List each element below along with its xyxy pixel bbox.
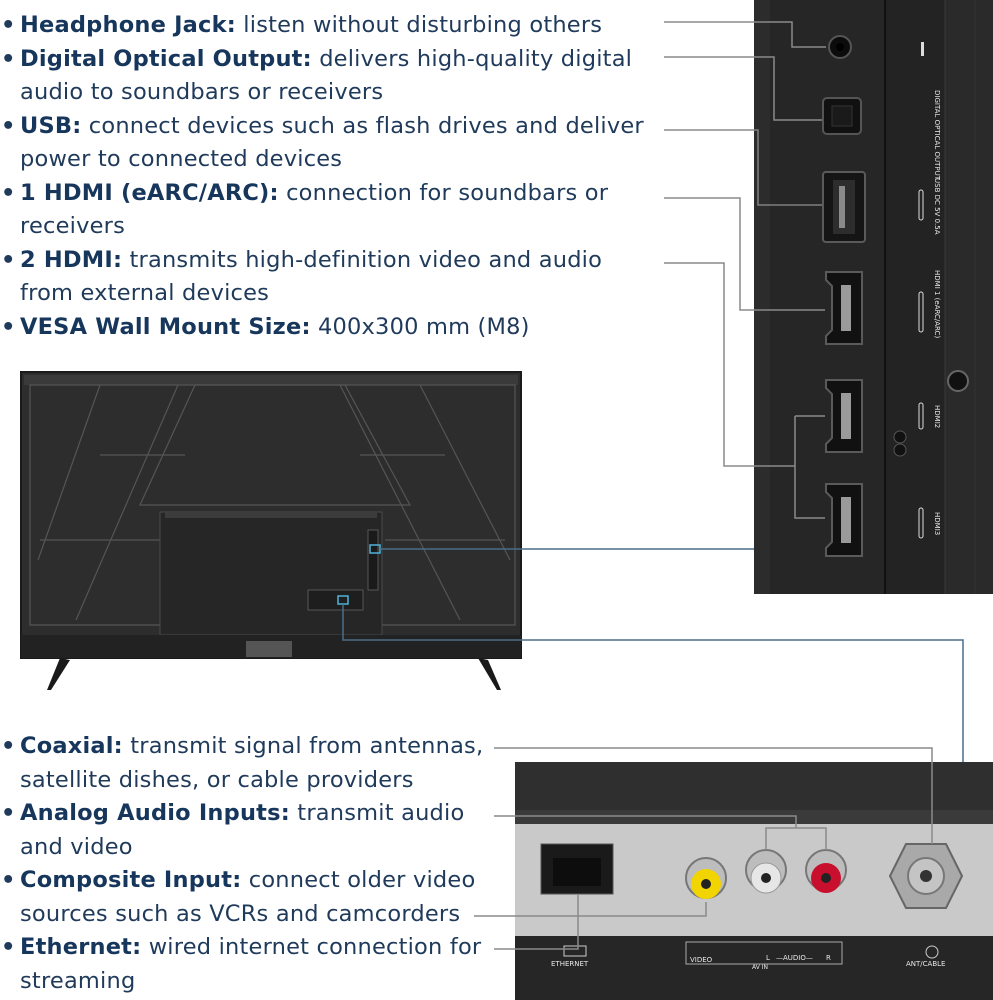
feature-desc: streaming bbox=[20, 967, 136, 994]
feature-composite: •Composite Input: connect older video bbox=[1, 867, 476, 893]
hdmi1-port bbox=[825, 271, 863, 345]
feature-desc: delivers high-quality digital bbox=[319, 45, 633, 72]
feature-desc: transmit signal from antennas, bbox=[130, 733, 484, 759]
feature-hdmi1: •1 HDMI (eARC/ARC): connection for sound… bbox=[1, 179, 609, 206]
feature-title: Analog Audio Inputs: bbox=[20, 800, 290, 826]
rca-red-jack bbox=[805, 849, 847, 893]
feature-ethernet: •Ethernet: wired internet connection for bbox=[1, 934, 482, 960]
feature-desc: transmits high-definition video and audi… bbox=[129, 246, 603, 273]
feature-desc: power to connected devices bbox=[20, 146, 343, 172]
usb-label: USB DC 5V 0.5A bbox=[933, 178, 941, 235]
hdmi3-port bbox=[825, 483, 863, 557]
coaxial-port bbox=[888, 843, 964, 909]
audio-r-label: R bbox=[826, 954, 831, 962]
feature-optical: •Digital Optical Output: delivers high-q… bbox=[1, 45, 633, 72]
feature-title: Ethernet: bbox=[20, 934, 142, 960]
tv-back bbox=[20, 371, 522, 690]
feature-desc: receivers bbox=[20, 213, 125, 239]
bottom-port-panel: ETHERNET VIDEO L —AUDIO— R AV IN ANT/CAB… bbox=[515, 762, 993, 1000]
leader-lines bbox=[342, 21, 964, 950]
feature-vesa: •VESA Wall Mount Size: 400x300 mm (M8) bbox=[1, 313, 530, 340]
feature-desc: connect devices such as flash drives and… bbox=[88, 112, 644, 139]
feature-desc: transmit audio bbox=[297, 800, 465, 826]
feature-title: VESA Wall Mount Size: bbox=[20, 313, 311, 340]
feature-title: Composite Input: bbox=[20, 867, 242, 893]
top-feature-list: •Headphone Jack: listen without disturbi… bbox=[0, 9, 644, 344]
feature-analog-audio: •Analog Audio Inputs: transmit audio bbox=[1, 800, 465, 826]
ethernet-label: ETHERNET bbox=[551, 960, 589, 968]
feature-hdmi2: •2 HDMI: transmits high-definition video… bbox=[1, 246, 603, 273]
feature-title: Digital Optical Output: bbox=[20, 45, 312, 72]
feature-desc: 400x300 mm (M8) bbox=[318, 313, 530, 340]
hdmi2-label: HDMI2 bbox=[933, 405, 941, 428]
audio-l-label: L bbox=[766, 954, 770, 962]
feature-title: 2 HDMI: bbox=[20, 246, 123, 273]
feature-desc: connect older video bbox=[248, 867, 476, 893]
hdmi2-port bbox=[825, 379, 863, 453]
feature-desc: listen without disturbing others bbox=[243, 12, 603, 38]
feature-desc: connection for soundbars or bbox=[286, 179, 609, 206]
feature-desc: from external devices bbox=[20, 280, 270, 306]
video-label: VIDEO bbox=[690, 956, 713, 964]
hdmi3-label: HDMI3 bbox=[933, 512, 941, 535]
feature-headphone: •Headphone Jack: listen without disturbi… bbox=[1, 12, 603, 38]
side-port-panel: DIGITAL OPTICAL OUTPUT USB DC 5V 0.5A HD… bbox=[754, 0, 993, 594]
feature-title: Coaxial: bbox=[20, 733, 123, 759]
hdmi1-label: HDMI 1 (eARC/ARC) bbox=[933, 270, 941, 338]
feature-desc: sources such as VCRs and camcorders bbox=[20, 900, 461, 927]
feature-desc: satellite dishes, or cable providers bbox=[20, 766, 414, 793]
feature-desc: audio to soundbars or receivers bbox=[20, 79, 384, 105]
feature-desc: and video bbox=[20, 833, 133, 860]
feature-coaxial: •Coaxial: transmit signal from antennas, bbox=[1, 733, 484, 759]
optical-label: DIGITAL OPTICAL OUTPUT bbox=[933, 90, 941, 181]
feature-title: USB: bbox=[20, 112, 82, 139]
feature-desc: wired internet connection for bbox=[148, 934, 482, 960]
feature-title: Headphone Jack: bbox=[20, 12, 236, 38]
ant-cable-label: ANT/CABLE bbox=[906, 960, 945, 968]
audio-label: —AUDIO— bbox=[776, 954, 813, 962]
feature-usb: •USB: connect devices such as flash driv… bbox=[1, 112, 644, 139]
rca-yellow-jack bbox=[685, 857, 727, 899]
av-in-label: AV IN bbox=[752, 964, 768, 971]
feature-title: 1 HDMI (eARC/ARC): bbox=[20, 179, 279, 206]
bottom-feature-list: •Coaxial: transmit signal from antennas,… bbox=[0, 730, 483, 998]
